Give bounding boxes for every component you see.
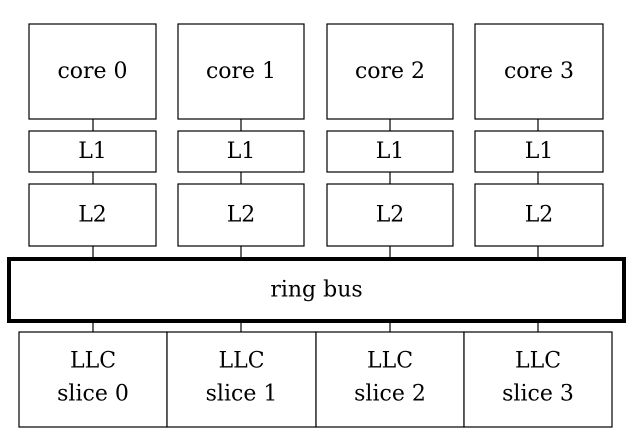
llc-slice-line1-3: LLC — [515, 349, 561, 374]
ring-bus: ring bus — [7, 257, 626, 323]
llc-slice-box-2 — [315, 331, 465, 428]
llc-slice-line1-2: LLC — [367, 349, 413, 374]
l2-cache-label-1: L2 — [227, 203, 256, 228]
core-column-1: core 1 L1 L2 — [177, 23, 305, 247]
l1-cache-box-3 — [474, 130, 604, 173]
l1-cache-box-0 — [28, 130, 157, 173]
llc-slice-box-0 — [18, 331, 168, 428]
core-column-2: core 2 L1 L2 — [326, 23, 454, 247]
llc-slice-box-1 — [166, 331, 317, 428]
l2-cache-label-0: L2 — [78, 203, 107, 228]
llc-slice-box-3 — [463, 331, 613, 428]
core-box-1 — [177, 23, 305, 120]
l2-cache-box-1 — [177, 183, 305, 247]
llc-slice-line1-1: LLC — [218, 349, 264, 374]
llc-slice-line2-3: slice 3 — [502, 382, 574, 407]
core-box-3 — [474, 23, 604, 120]
l1-cache-label-1: L1 — [227, 139, 256, 164]
l2-cache-box-2 — [326, 183, 454, 247]
llc-slice-line1-0: LLC — [70, 349, 116, 374]
l1-cache-label-2: L1 — [376, 139, 405, 164]
l1-cache-label-0: L1 — [78, 139, 107, 164]
core-column-3: core 3 L1 L2 — [474, 23, 604, 247]
llc-slice-line2-0: slice 0 — [57, 382, 129, 407]
llc-slice-line2-1: slice 1 — [206, 382, 278, 407]
core-label-3: core 3 — [504, 59, 574, 84]
l2-cache-label-3: L2 — [525, 203, 554, 228]
core-column-0: core 0 L1 L2 — [28, 23, 157, 247]
core-label-0: core 0 — [57, 59, 127, 84]
core-label-1: core 1 — [206, 59, 276, 84]
core-box-0 — [28, 23, 157, 120]
l1-cache-box-1 — [177, 130, 305, 173]
l2-cache-box-0 — [28, 183, 157, 247]
llc-slice-line2-2: slice 2 — [354, 382, 426, 407]
l2-cache-box-3 — [474, 183, 604, 247]
ring-bus-label: ring bus — [270, 278, 362, 303]
l2-cache-label-2: L2 — [376, 203, 405, 228]
core-box-2 — [326, 23, 454, 120]
ring-bus-box — [7, 257, 626, 323]
l1-cache-box-2 — [326, 130, 454, 173]
l1-cache-label-3: L1 — [525, 139, 554, 164]
llc-slices: LLC slice 0 LLC slice 1 LLC slice 2 LLC … — [18, 331, 613, 428]
core-label-2: core 2 — [355, 59, 425, 84]
